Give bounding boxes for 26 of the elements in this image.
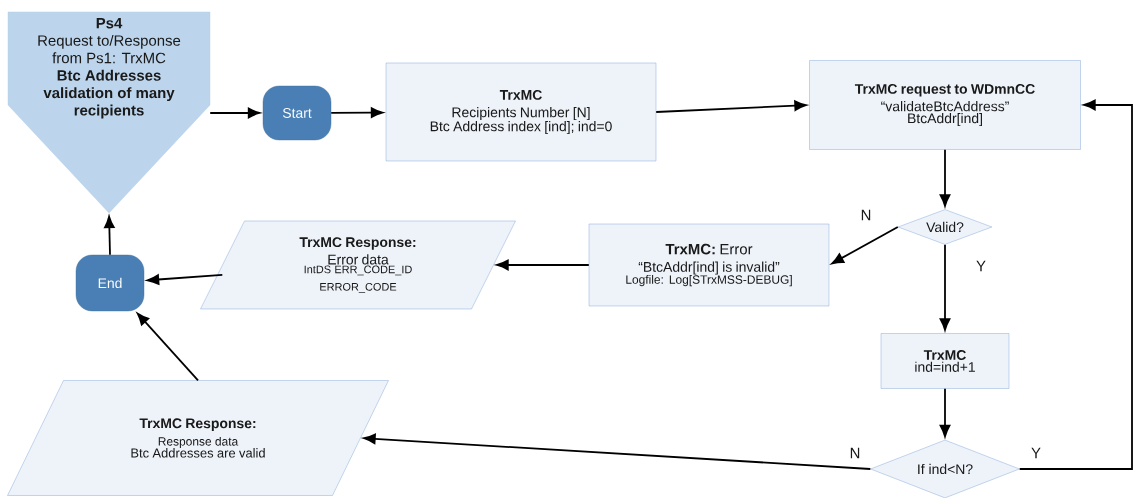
- start-terminal: Start: [262, 85, 332, 141]
- arrow: [655, 100, 807, 113]
- arrow: [939, 387, 951, 438]
- arrow: [496, 259, 590, 271]
- data-parallelogram: TrxMC Response: Response data Btc Addresses are valid: [7, 380, 389, 496]
- end-terminal: End: [75, 254, 145, 312]
- edge-label: N: [859, 208, 873, 222]
- arrow: [104, 215, 115, 256]
- pentagon-box: Ps4 Request to/Response from Ps1: TrxMC Btc Addresses validation of many recipients: [7, 11, 211, 214]
- arrow: [330, 107, 384, 118]
- arrow: [136, 312, 199, 382]
- arrow: [1018, 99, 1133, 470]
- edge-label: N: [848, 446, 862, 460]
- process-box: TrxMC Recipients Number [N] Btc Address index [ind]; ind=0: [385, 62, 657, 162]
- arrow: [146, 273, 224, 285]
- process-box: TrxMC: Error “BtcAddr[ind] is invalid” Logfile: Log[STrxMSS-DEBUG]: [588, 223, 830, 307]
- data-parallelogram: TrxMC Response: Error data IntDS ERR_CODE_ID ERROR_CODE: [200, 220, 516, 310]
- arrow: [209, 107, 261, 119]
- arrow: [939, 243, 951, 331]
- arrow: [363, 433, 872, 470]
- process-box: TrxMC ind=ind+1: [880, 333, 1010, 389]
- edge-label: Y: [975, 259, 987, 273]
- edge-label: Y: [1030, 446, 1042, 460]
- arrow: [939, 148, 951, 207]
- process-box: TrxMC request to WDmnCC “validateBtcAddress” BtcAddr[ind]: [809, 60, 1081, 150]
- arrow: [831, 226, 899, 265]
